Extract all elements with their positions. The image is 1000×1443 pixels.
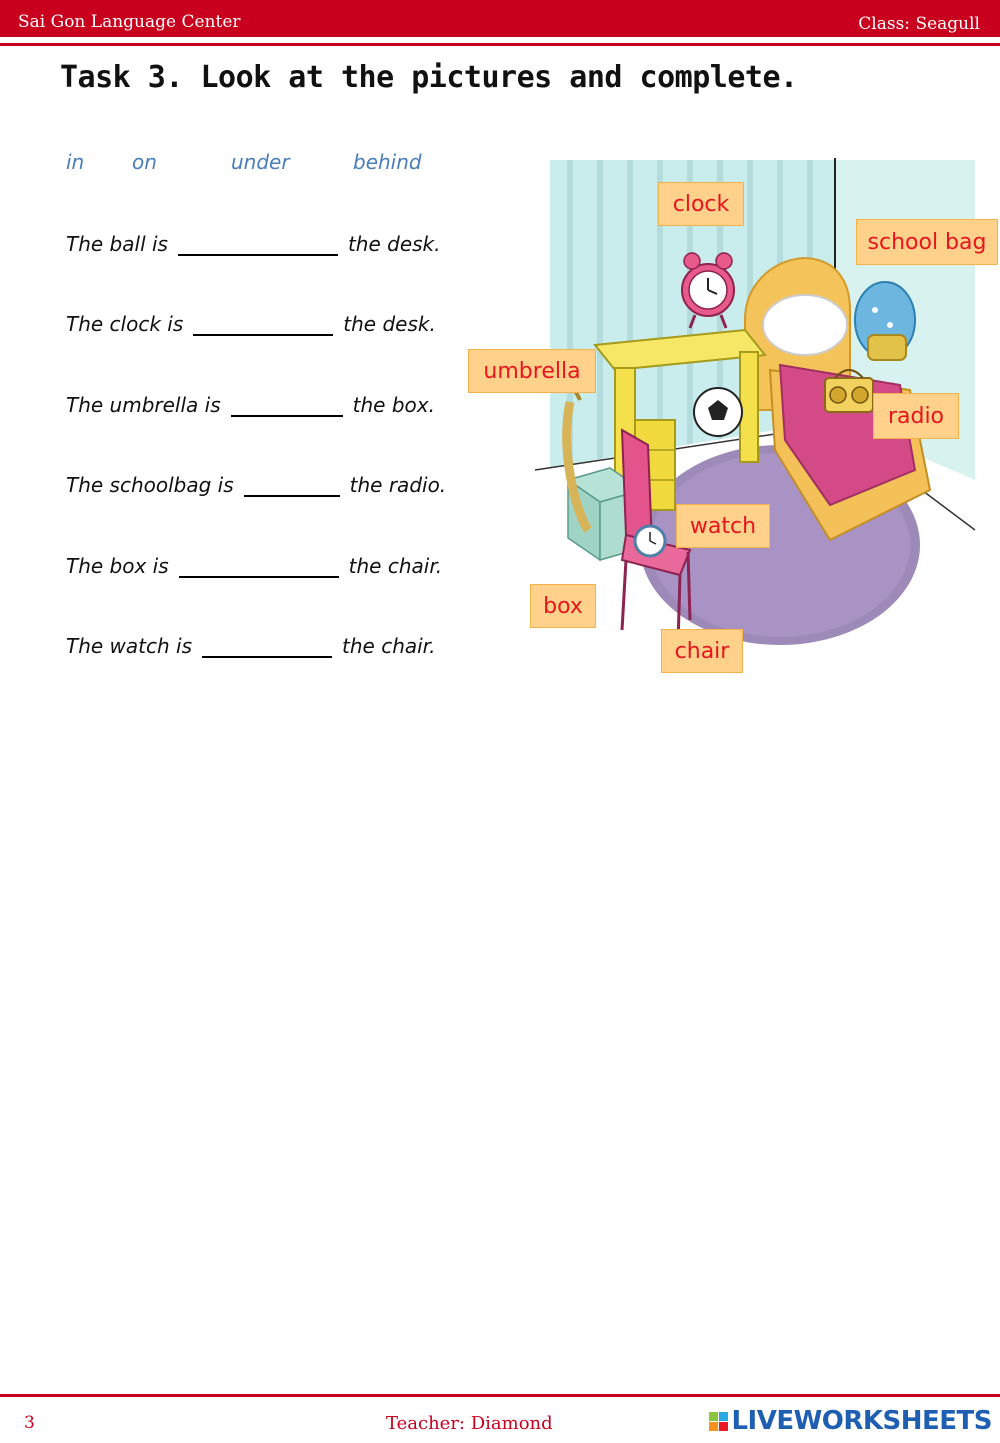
label-watch: watch: [676, 504, 770, 548]
answer-blank-6[interactable]: [202, 638, 333, 658]
teacher-name: Teacher: Diamond: [386, 1413, 553, 1434]
liveworksheets-wordmark: LIVEWORKSHEETS: [731, 1406, 992, 1436]
sentence-5-start: The box is: [66, 554, 169, 578]
sentence-1-start: The ball is: [66, 232, 168, 256]
header-bar: Sai Gon Language Center Class: Seagull: [0, 0, 1000, 40]
sentence-3: The umbrella is the box.: [66, 393, 435, 417]
word-in: in: [66, 150, 85, 174]
footer-divider: [0, 1394, 1000, 1397]
word-behind: behind: [353, 150, 422, 174]
sentence-3-start: The umbrella is: [66, 393, 221, 417]
word-under: under: [231, 150, 290, 174]
sentence-1: The ball is the desk.: [66, 232, 441, 256]
label-chair: chair: [661, 629, 743, 673]
sentence-6-start: The watch is: [66, 634, 193, 658]
school-name: Sai Gon Language Center: [18, 12, 241, 32]
label-umbrella: umbrella: [468, 349, 596, 393]
sentence-5: The box is the chair.: [66, 554, 442, 578]
sentence-6-end: the chair.: [342, 634, 436, 658]
sentence-6: The watch is the chair.: [66, 634, 435, 658]
answer-blank-3[interactable]: [230, 397, 343, 417]
liveworksheets-logo-icon: [709, 1411, 729, 1431]
sentence-4-start: The schoolbag is: [66, 473, 234, 497]
label-radio: radio: [873, 393, 959, 439]
sentence-5-end: the chair.: [348, 554, 443, 578]
answer-blank-2[interactable]: [193, 316, 334, 336]
page-number: 3: [24, 1413, 35, 1433]
sentence-4-end: the radio.: [349, 473, 447, 497]
sentence-2-start: The clock is: [66, 312, 184, 336]
sentence-4: The schoolbag is the radio.: [66, 473, 446, 497]
header-divider: [0, 43, 1000, 46]
word-on: on: [132, 150, 157, 174]
label-school-bag: school bag: [856, 219, 998, 265]
sentence-3-end: the box.: [352, 393, 435, 417]
task-title: Task 3. Look at the pictures and complet…: [60, 60, 798, 95]
label-box: box: [530, 584, 596, 628]
class-name: Class: Seagull: [858, 14, 980, 34]
sentence-2: The clock is the desk.: [66, 312, 436, 336]
liveworksheets-logo: LIVEWORKSHEETS: [709, 1406, 992, 1436]
answer-blank-5[interactable]: [178, 558, 339, 578]
label-clock: clock: [658, 182, 744, 226]
answer-blank-1[interactable]: [177, 236, 338, 256]
sentence-1-end: the desk.: [347, 232, 441, 256]
answer-blank-4[interactable]: [243, 477, 340, 497]
sentence-2-end: the desk.: [343, 312, 436, 336]
